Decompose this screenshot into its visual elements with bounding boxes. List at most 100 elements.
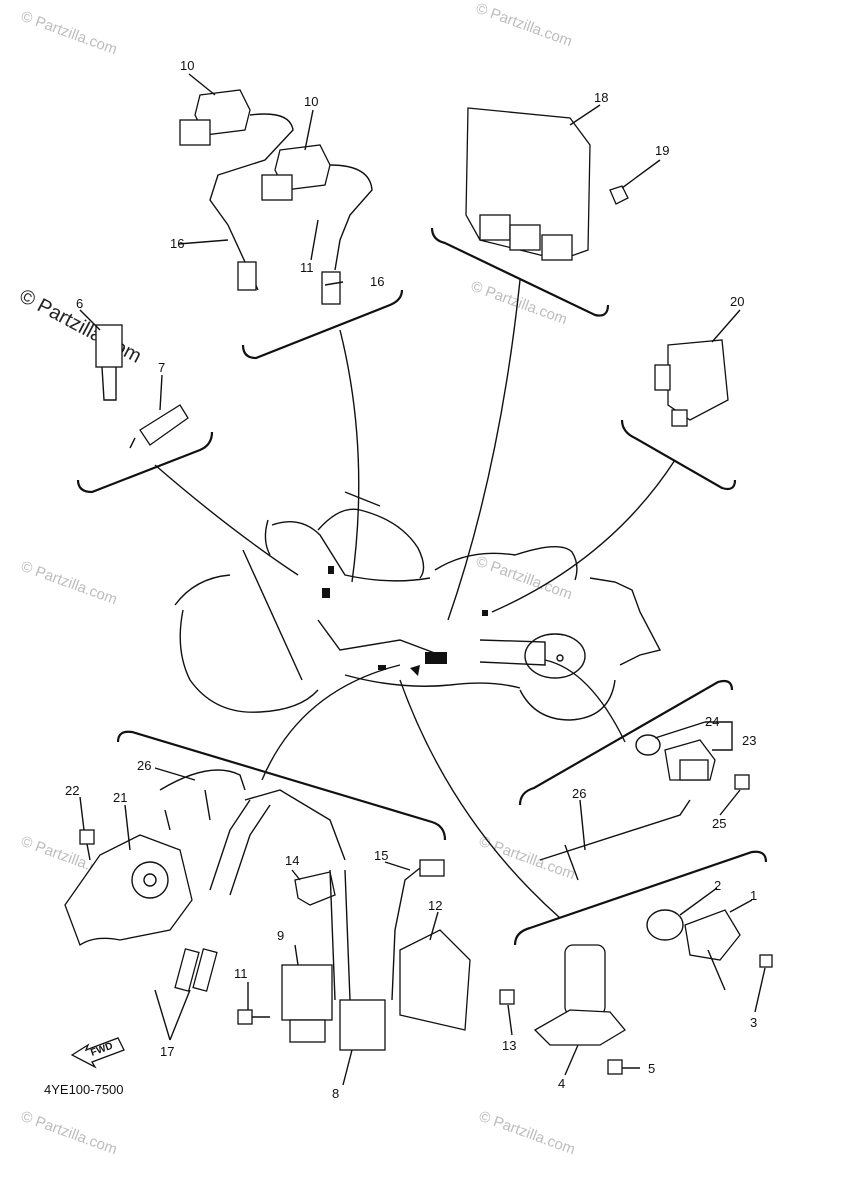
handlebar [344,491,381,507]
label-11: 11 [234,966,248,981]
engine-bottom [344,674,521,689]
label-14: 14 [285,853,299,868]
bracket-sensors [76,431,214,494]
mount-mark [425,652,447,664]
label-23: 23 [742,733,756,748]
bracket-relay [620,419,737,491]
label-22: 22 [65,783,79,798]
headlight [264,519,271,556]
label-3: 3 [750,1015,757,1030]
part-bracket-12 [399,929,471,1031]
part-wiring-26b [539,799,691,881]
label-25: 25 [712,816,726,831]
fuel-tank [317,508,425,579]
leader-ecu [447,279,521,621]
fwd-arrow-icon [70,1037,125,1069]
rear-hub [524,633,586,679]
part-bolt-19 [609,185,629,205]
mount-mark [378,665,386,670]
label-9: 9 [277,928,284,943]
part-spark-lead-17 [174,789,346,992]
watermark: © Partzilla.com [19,8,120,59]
bracket-fuel-pump [513,850,768,946]
label-15: 15 [374,848,388,863]
part-ignition-coil-9 [281,964,333,1043]
label-26: 26 [572,786,586,801]
label-leaders [79,73,766,1086]
part-fuel-sender-1 [684,909,741,991]
leader-relay [491,459,676,613]
label-13: 13 [502,1038,516,1053]
part-wiring-26a [159,769,246,831]
label-26: 26 [137,758,151,773]
label-8: 8 [332,1086,339,1101]
part-sensor-6 [95,324,123,401]
leader-fuel-pump [399,679,561,919]
group-brackets [76,227,768,946]
label-24: 24 [705,714,719,729]
seat [434,546,578,581]
axle [556,654,564,662]
part-bolt-11b [237,1009,270,1025]
part-fuel-pump-4 [533,944,626,1046]
label-10: 10 [180,58,194,73]
part-o-ring-2 [646,909,684,941]
label-18: 18 [594,90,608,105]
watermark: © Partzilla.com [474,0,575,50]
label-21: 21 [113,790,127,805]
forward-arrow: FWD [70,1037,125,1069]
label-16: 16 [370,274,384,289]
engine-outline [317,619,441,656]
part-speed-sensor-23 [664,739,716,781]
leader-sensor-right [544,659,626,743]
label-16: 16 [170,236,184,251]
part-ignition-coil-8 [329,869,386,1051]
label-5: 5 [648,1061,655,1076]
watermark: © Partzilla.com [477,1108,578,1159]
part-connector-15 [391,859,445,1001]
diagram-code: 4YE100-7500 [44,1082,124,1097]
label-20: 20 [730,294,744,309]
bracket-sensor-right [518,679,734,806]
part-ignition-coil-10a [179,89,294,291]
rear-fender [589,577,662,666]
label-17: 17 [160,1044,174,1059]
part-horn-21 [64,834,193,946]
mount-mark [410,665,420,676]
bracket-lower-left [116,730,447,841]
label-19: 19 [655,143,669,158]
label-1: 1 [750,888,757,903]
part-o-ring-24 [635,734,661,756]
mount-mark [328,566,334,574]
watermark: © Partzilla.com [477,833,578,884]
label-11: 11 [300,260,314,275]
rear-wheel [519,679,616,721]
bracket-ignition-coils [241,289,404,360]
front-wheel [179,609,319,713]
label-12: 12 [428,898,442,913]
part-bolt-22 [79,829,95,861]
mount-mark [482,610,488,616]
part-bolt-5 [607,1059,623,1075]
part-ignition-coil-10b [261,144,373,305]
label-4: 4 [558,1076,565,1091]
motorcycle-outline [174,491,662,721]
leader-curves [154,279,676,919]
swingarm [479,639,546,666]
front-fork [242,549,303,681]
part-ecu-18 [465,107,591,261]
part-bolt-3 [759,954,773,968]
frame-top [271,521,431,582]
part-clamp-14 [294,871,336,906]
part-bolt-25 [734,774,750,790]
part-bolt-13 [499,989,515,1005]
part-relay-20 [654,339,729,427]
leader-lower-left [261,664,401,781]
watermark: © Partzilla.com [19,1108,120,1159]
front-fender [174,574,231,606]
label-6: 6 [76,296,83,311]
watermark: © Partzilla.com [19,558,120,609]
part-sensor-7 [129,404,189,449]
label-7: 7 [158,360,165,375]
